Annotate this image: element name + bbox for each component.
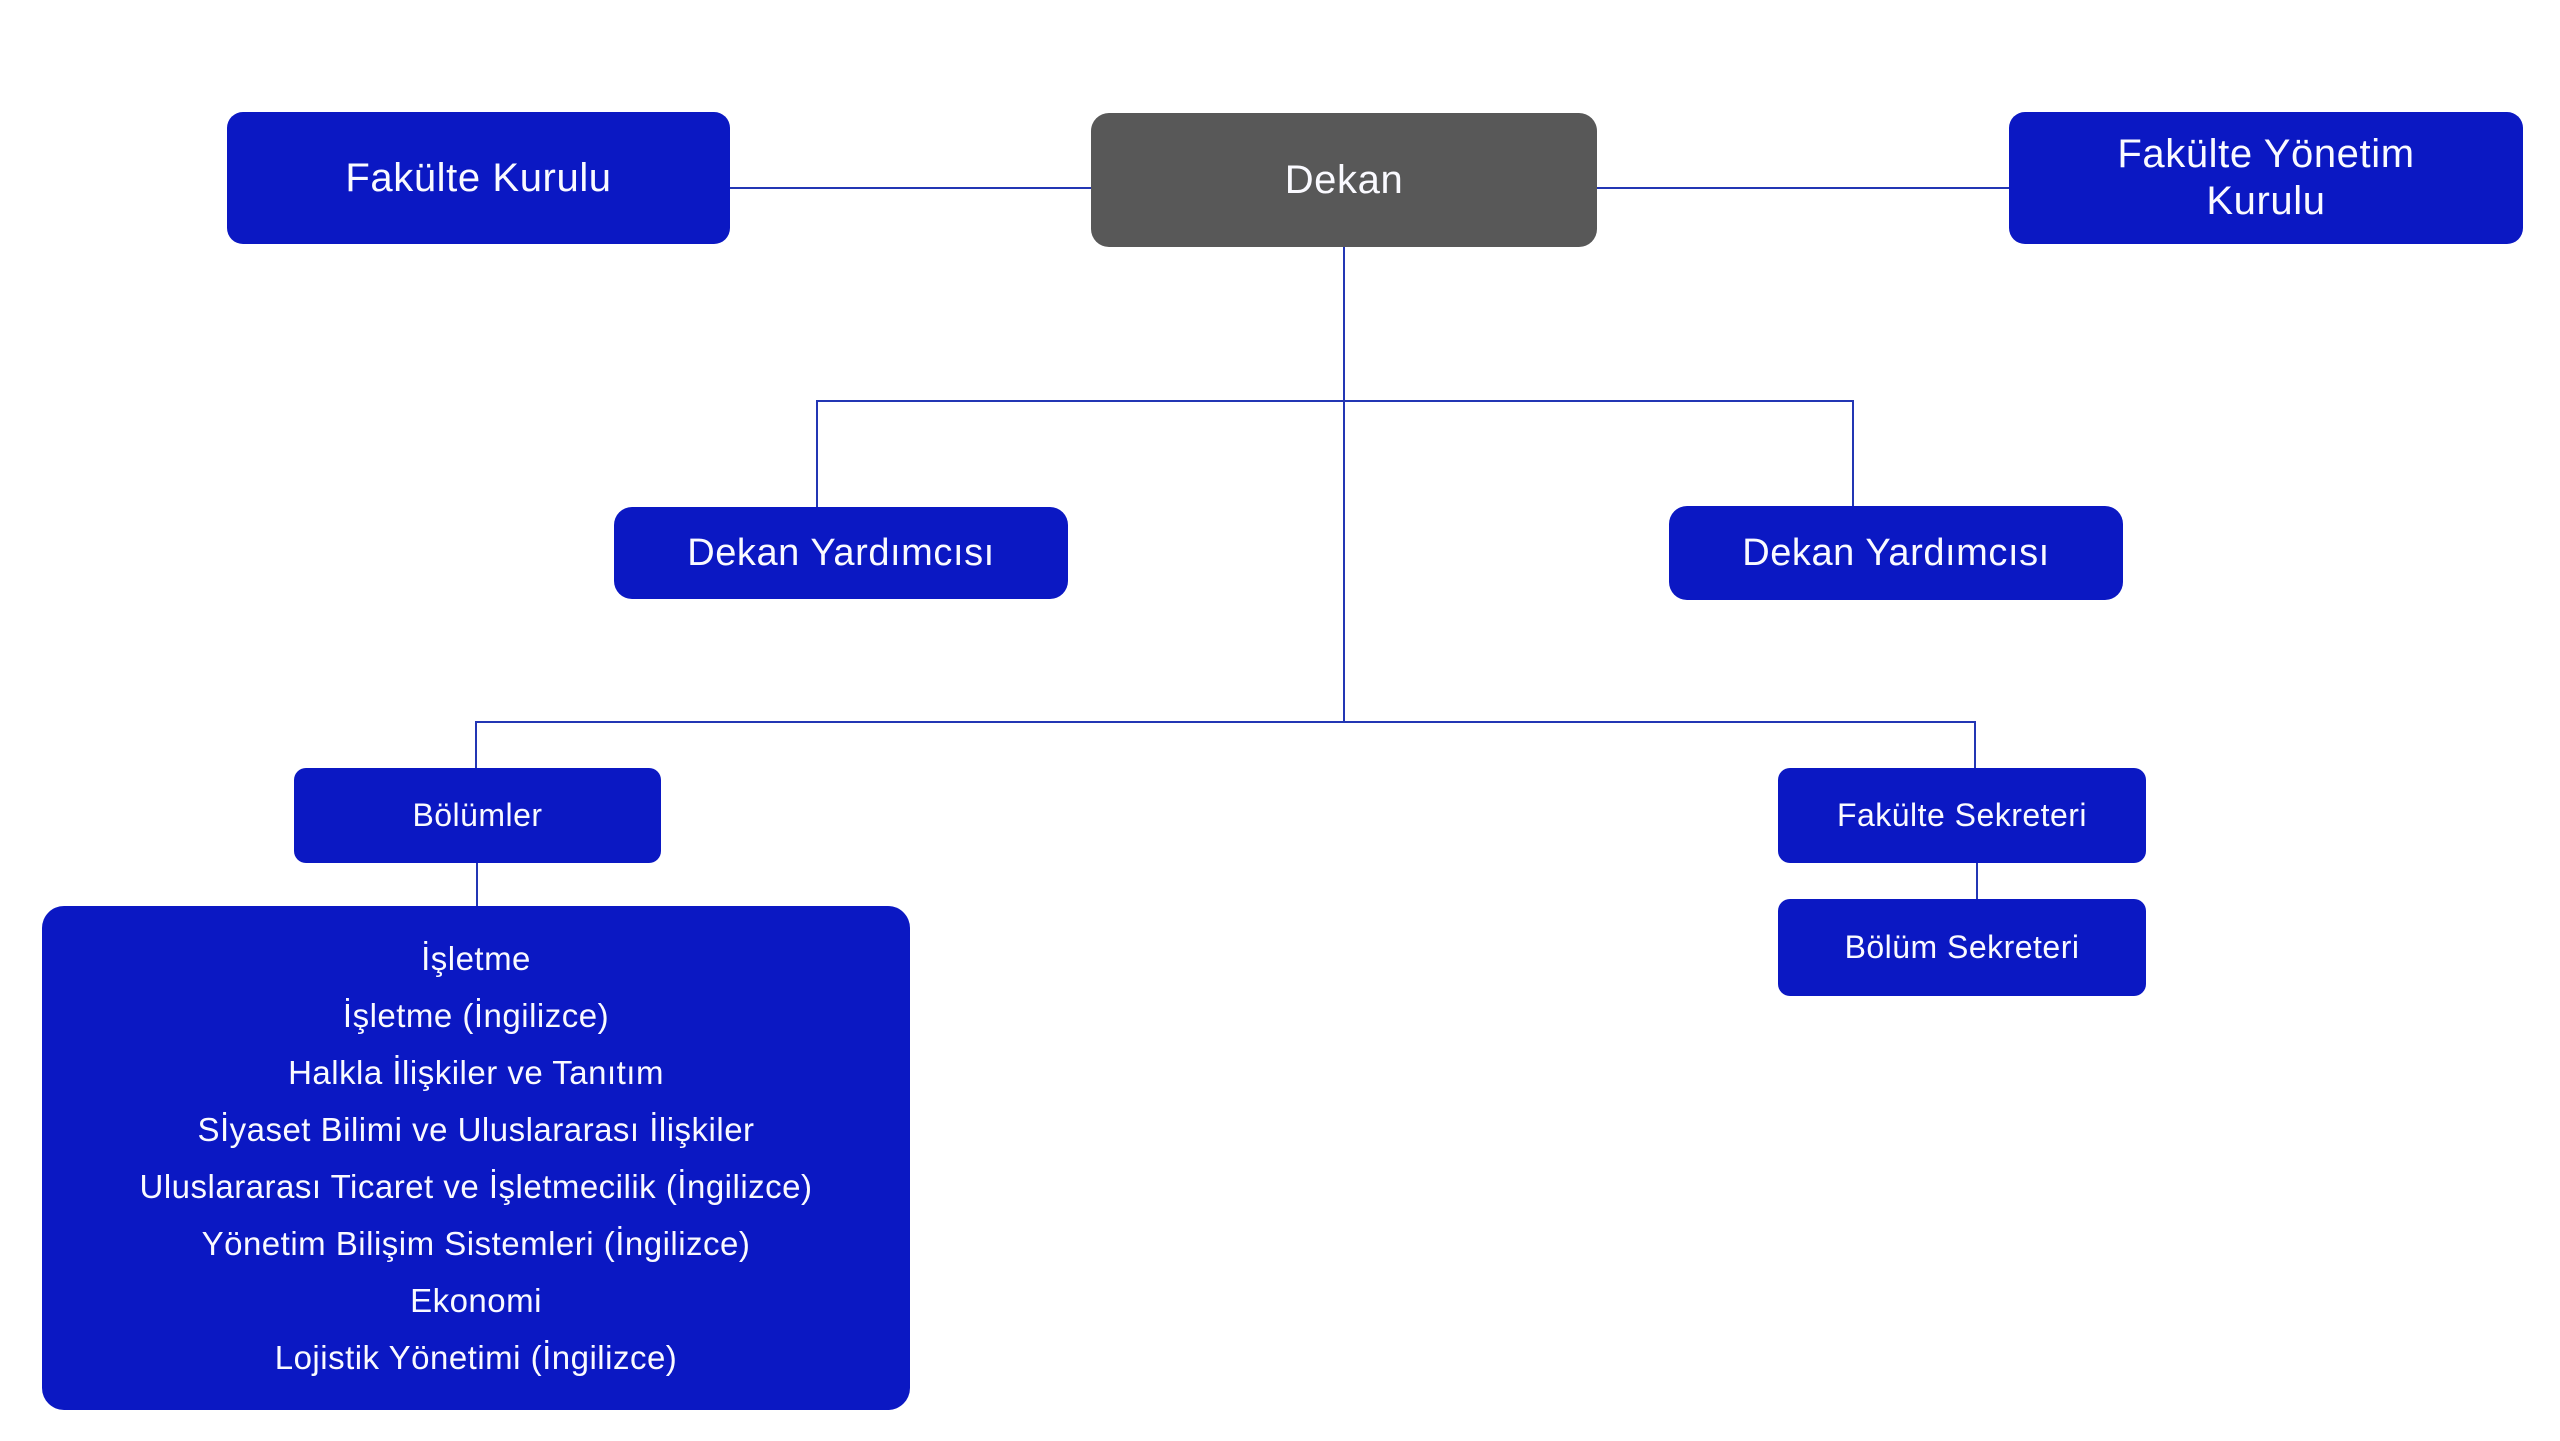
department-item: İşletme [421, 940, 531, 977]
node-bolum-sekreteri: Bölüm Sekreteri [1778, 899, 2146, 996]
node-label: Bölümler [412, 797, 543, 833]
department-item: Lojistik Yönetimi (İngilizce) [274, 1339, 678, 1376]
node-label: Bölüm Sekreteri [1844, 929, 2080, 965]
node-label: Dekan Yardımcısı [687, 531, 995, 574]
node-fakulte-sekreteri: Fakülte Sekreteri [1778, 768, 2146, 863]
department-item: Sİyaset Bilimi ve Uluslararası İlişkiler [197, 1111, 755, 1148]
node-dekan: Dekan [1091, 113, 1597, 247]
department-item: Ekonomi [410, 1282, 542, 1319]
node-label: Fakülte Yönetim Kurulu [2117, 131, 2415, 223]
node-bolumler: Bölümler [294, 768, 661, 863]
node-dekan-yardimcisi-left: Dekan Yardımcısı [614, 507, 1068, 599]
department-item: Yönetim Bilişim Sistemleri (İngilizce) [201, 1225, 751, 1262]
department-item: Halkla İlişkiler ve Tanıtım [288, 1054, 664, 1091]
node-label: Dekan [1284, 157, 1404, 202]
node-label: Fakülte Sekreteri [1836, 797, 2088, 833]
node-fakulte-yonetim-kurulu: Fakülte Yönetim Kurulu [2009, 112, 2523, 244]
node-label: Fakülte Kurulu [345, 155, 612, 200]
node-dekan-yardimcisi-right: Dekan Yardımcısı [1669, 506, 2123, 600]
department-item: Uluslararası Ticaret ve İşletmecilik (İn… [139, 1168, 813, 1205]
node-label: Dekan Yardımcısı [1742, 531, 2050, 574]
node-fakulte-kurulu: Fakülte Kurulu [227, 112, 730, 244]
department-item: İşletme (İngilizce) [342, 997, 610, 1034]
